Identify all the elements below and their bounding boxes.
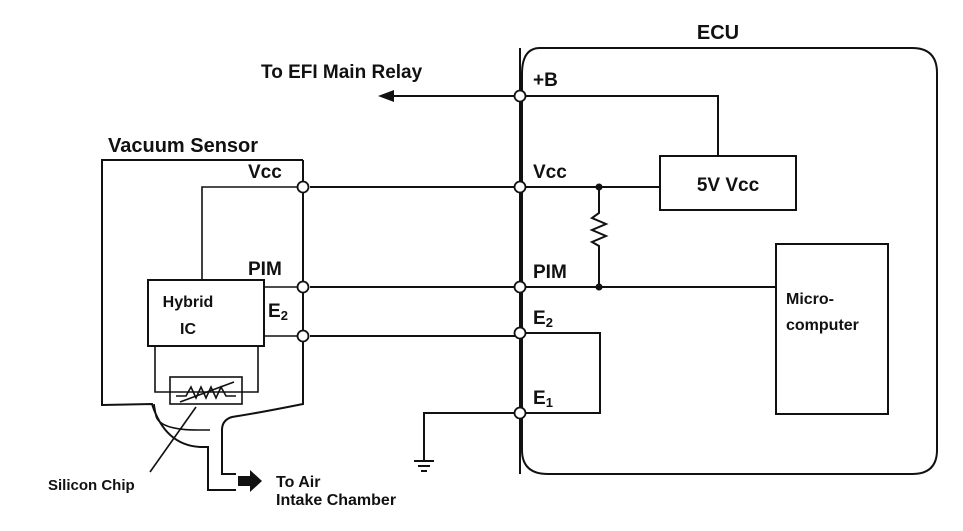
sensor-terminal-pim: [296, 280, 310, 294]
ecu-terminal-plus-b: [513, 89, 527, 103]
pim-junction-dot: [595, 283, 603, 291]
sensor-inner-channel: [153, 403, 210, 431]
ecu-terminal-e2: [513, 326, 527, 340]
air-label-line1: To Air: [276, 474, 320, 491]
strain-gauge-resistor-icon: [176, 385, 236, 400]
silicon-chip-label: Silicon Chip: [48, 477, 135, 494]
sensor-terminal-pim-label: PIM: [248, 259, 282, 280]
ecu-terminal-pim: [513, 280, 527, 294]
ecu-enclosure: [521, 47, 938, 475]
microcomputer-label-line1: Micro-: [786, 291, 834, 308]
relay-label: To EFI Main Relay: [261, 62, 423, 83]
sensor-enclosure: [101, 159, 304, 491]
sensor-terminal-e2: [296, 329, 310, 343]
ecu-terminal-e1-label: E1: [533, 388, 553, 410]
sensor-title: Vacuum Sensor: [108, 135, 258, 157]
microcomputer-label-line2: computer: [786, 317, 859, 334]
e1-ground-wire: [423, 412, 515, 460]
sensor-terminal-e2-label: E2: [268, 301, 288, 323]
ecu-title: ECU: [697, 22, 739, 44]
ecu-terminal-e1: [513, 406, 527, 420]
sensor-terminal-vcc-label: Vcc: [248, 162, 282, 183]
ecu-terminal-vcc-label: Vcc: [533, 162, 567, 183]
ecu-terminal-vcc: [513, 180, 527, 194]
regulator-box: [659, 155, 797, 211]
ecu-terminal-e2-label: E2: [533, 308, 553, 330]
pull-up-resistor-icon: [589, 187, 609, 287]
air-intake-arrow-icon: [238, 470, 262, 492]
hybrid-ic-label-line2: IC: [180, 321, 196, 338]
regulator-label: 5V Vcc: [697, 175, 760, 196]
ic-supply-wire: [201, 186, 297, 280]
vcc-junction-dot: [595, 183, 603, 191]
air-label-line2: Intake Chamber: [276, 492, 396, 509]
e2-e1-ecu-wire: [526, 332, 601, 414]
silicon-chip: [169, 376, 243, 405]
hybrid-ic-label-line1: Hybrid: [163, 294, 214, 311]
ecu-terminal-pim-label: PIM: [533, 262, 567, 283]
ecu-terminal-plus-b-label: +B: [533, 70, 558, 91]
relay-arrow-icon: [378, 90, 394, 102]
hybrid-ic-box: [147, 279, 265, 347]
microcomputer-box: [775, 243, 889, 415]
silicon-chip-leader: [149, 406, 197, 473]
plus-b-wire: [526, 95, 719, 156]
sensor-terminal-vcc: [296, 180, 310, 194]
strain-gauge-arrow-icon: [179, 381, 235, 403]
